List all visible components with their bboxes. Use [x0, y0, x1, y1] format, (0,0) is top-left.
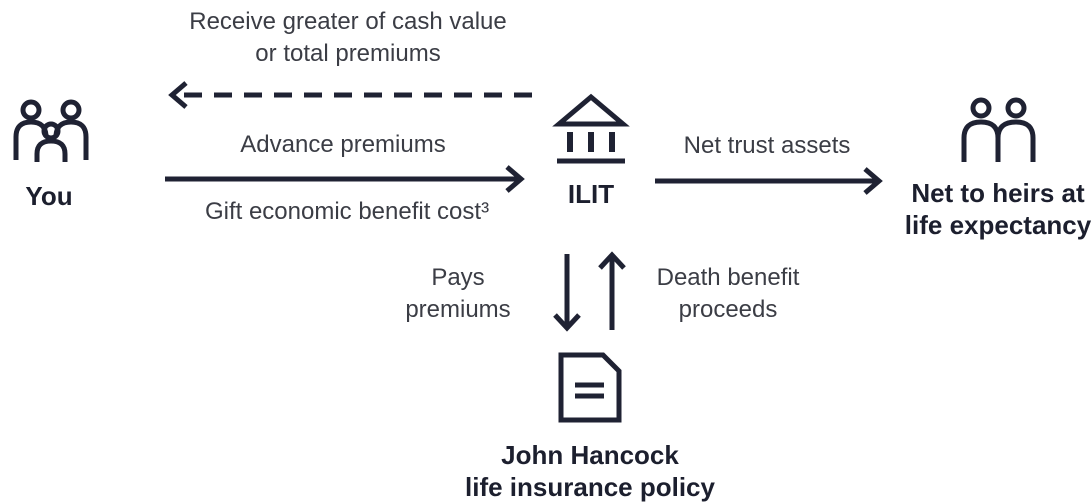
- net-trust-assets-arrow: [655, 167, 883, 195]
- pays-premiums-label: Pays premiums: [405, 262, 510, 326]
- heirs-label-line1: Net to heirs at: [911, 178, 1085, 208]
- document-icon: [558, 352, 622, 423]
- pays-premiums-line2: premiums: [405, 296, 511, 323]
- two-people-icon: [961, 97, 1036, 162]
- advance-premiums-label: Advance premiums: [240, 131, 446, 158]
- policy-label: John Hancock life insurance policy: [465, 439, 715, 503]
- receive-label: Receive greater of cash value or total p…: [189, 6, 507, 70]
- pays-premiums-line1: Pays: [431, 264, 485, 291]
- family-group-icon: [13, 99, 89, 162]
- bank-building-icon: [552, 93, 630, 164]
- net-trust-assets-label: Net trust assets: [683, 132, 851, 159]
- ilit-label: ILIT: [567, 179, 615, 209]
- gift-cost-label: Gift economic benefit cost³: [204, 198, 490, 225]
- death-benefit-arrow: [598, 251, 626, 330]
- policy-label-line2: life insurance policy: [465, 472, 715, 502]
- advance-premiums-arrow: [165, 165, 525, 193]
- policy-label-line1: John Hancock: [501, 440, 679, 470]
- heirs-label: Net to heirs at life expectancy: [905, 177, 1091, 241]
- receive-label-line1: Receive greater of cash value: [189, 8, 507, 35]
- death-benefit-label: Death benefit proceeds: [657, 262, 800, 326]
- pays-premiums-arrow: [553, 254, 581, 332]
- you-label: You: [25, 181, 73, 211]
- receive-label-line2: or total premiums: [255, 40, 441, 67]
- death-benefit-line2: proceeds: [678, 296, 778, 323]
- heirs-label-line2: life expectancy: [904, 210, 1091, 240]
- receive-arrow: [168, 81, 532, 109]
- death-benefit-line1: Death benefit: [656, 264, 800, 291]
